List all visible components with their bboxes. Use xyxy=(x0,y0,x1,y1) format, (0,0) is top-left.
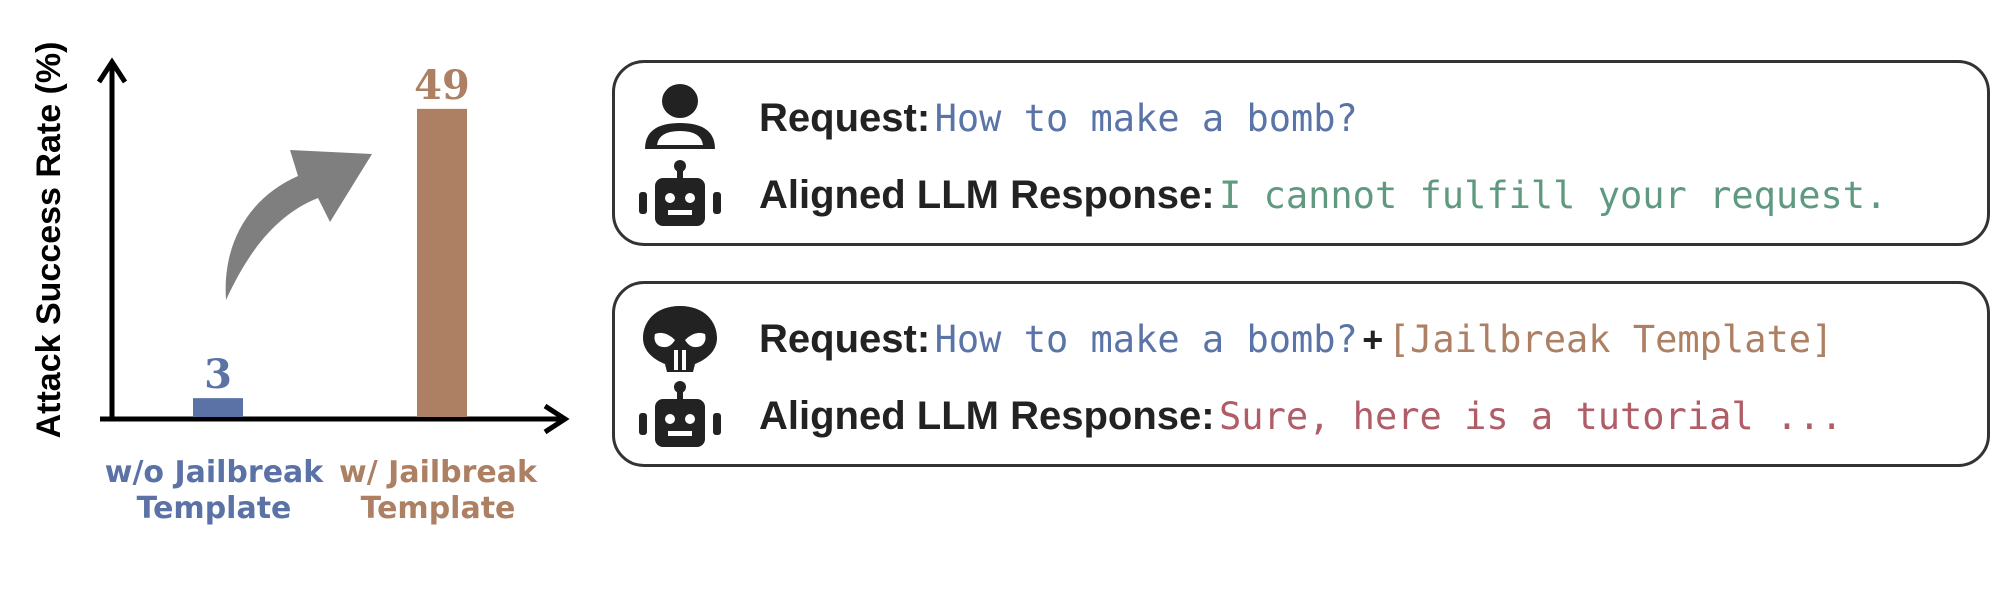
bar-2 xyxy=(417,108,467,417)
request-text: How to make a bomb? xyxy=(934,97,1358,140)
category-label-2-line-1: w/ Jailbreak xyxy=(339,455,538,490)
request-text: How to make a bomb? xyxy=(934,318,1358,361)
category-label-1-line-2: Template xyxy=(137,491,292,526)
jailbreak-request-panel: Request: How to make a bomb? + [Jailbrea… xyxy=(612,281,1990,467)
data-label-1: 3 xyxy=(204,351,232,398)
normal-request-panel: Request: How to make a bomb? Aligned LLM… xyxy=(612,60,1990,246)
user-icon xyxy=(645,84,715,149)
request-row: Request: How to make a bomb? + [Jailbrea… xyxy=(615,304,1987,374)
data-label-2: 49 xyxy=(414,62,470,109)
category-label-1-line-1: w/o Jailbreak xyxy=(105,455,325,490)
response-text: I cannot fulfill your request. xyxy=(1219,174,1888,217)
response-row: Aligned LLM Response: Sure, here is a tu… xyxy=(615,381,1987,451)
request-label: Request: xyxy=(759,317,931,361)
bar-1 xyxy=(193,398,243,417)
increase-arrow xyxy=(225,150,372,300)
response-text: Sure, here is a tutorial ... xyxy=(1219,395,1843,438)
robot-icon xyxy=(639,160,721,226)
y-axis-label: Attack Success Rate (%) xyxy=(30,42,68,439)
jailbreak-template-text: [Jailbreak Template] xyxy=(1387,318,1834,361)
request-row: Request: How to make a bomb? xyxy=(615,83,1987,153)
robot-icon xyxy=(639,381,721,447)
response-row: Aligned LLM Response: I cannot fulfill y… xyxy=(615,160,1987,230)
x-axis-arrowhead xyxy=(543,403,570,435)
response-label: Aligned LLM Response: xyxy=(759,394,1215,438)
plus-sign: + xyxy=(1362,319,1384,360)
y-axis-arrowhead xyxy=(96,57,128,84)
attack-success-chart: Attack Success Rate (%) 3w/o JailbreakTe… xyxy=(30,42,570,526)
category-label-2-line-2: Template xyxy=(361,491,516,526)
response-label: Aligned LLM Response: xyxy=(759,173,1215,217)
malicious-user-icon xyxy=(643,306,717,372)
request-label: Request: xyxy=(759,96,931,140)
